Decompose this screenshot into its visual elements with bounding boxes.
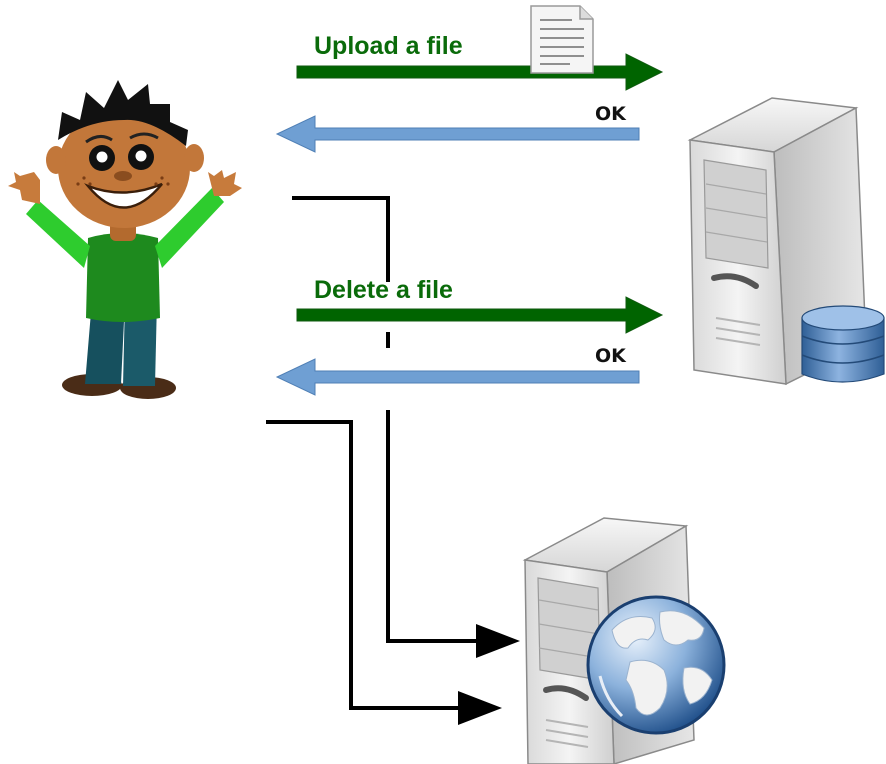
delete-request-arrow	[296, 296, 664, 334]
database-icon	[801, 305, 885, 383]
database-server-icon	[687, 97, 885, 386]
upload-request-arrow	[296, 53, 664, 91]
upload-response-arrow	[275, 115, 640, 153]
connector-lower	[266, 420, 464, 710]
delete-label: Delete a file	[314, 276, 453, 304]
connector-upper	[292, 196, 482, 643]
delete-ok-label: OK	[595, 345, 627, 367]
web-server-icon	[522, 517, 726, 764]
upload-label: Upload a file	[314, 32, 463, 60]
document-icon	[530, 5, 594, 74]
globe-icon	[586, 595, 726, 735]
user-icon	[8, 80, 242, 399]
connector-upper-arrowhead	[476, 624, 520, 658]
delete-response-arrow	[275, 358, 640, 396]
connector-lower-arrowhead	[458, 691, 502, 725]
upload-ok-label: OK	[595, 103, 627, 125]
